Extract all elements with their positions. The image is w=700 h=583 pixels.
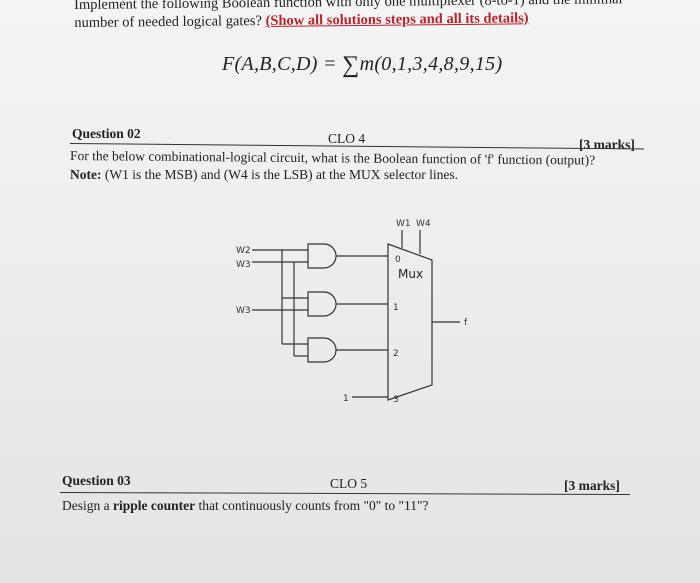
- q01-line-2-text: number of needed logical gates?: [74, 12, 266, 31]
- q02-title: Question 02: [72, 126, 141, 141]
- q03-prompt-post: that continuously counts from "0" to "11…: [195, 498, 429, 513]
- mux-circuit-diagram: W1 W4 W2 W3 W3 Mux 0 1 2 3 1 f: [236, 219, 468, 405]
- q03-prompt-pre: Design a: [62, 498, 113, 513]
- mux-label: Mux: [398, 267, 423, 281]
- formula-lhs: F(A,B,C,D) =: [222, 53, 343, 75]
- mux-input-label-3: 3: [393, 395, 399, 405]
- selector-label-w1: W1: [396, 219, 411, 229]
- q02-note-text: (W1 is the MSB) and (W4 is the LSB) at t…: [101, 167, 459, 182]
- output-label: f: [464, 318, 468, 328]
- mux-input-label-0: 0: [395, 255, 401, 265]
- q01-statement: Implement the following Boolean function…: [74, 0, 674, 32]
- mux-input-label-1: 1: [393, 303, 399, 313]
- q02-note-label: Note:: [70, 167, 102, 182]
- selector-label-w4: W4: [416, 219, 431, 229]
- mux-input-label-2: 2: [393, 349, 399, 359]
- q03-prompt-bold: ripple counter: [113, 498, 196, 513]
- gate-input-label-w2: W2: [236, 246, 251, 256]
- q02-clo: CLO 4: [328, 131, 366, 146]
- mux-block: [387, 243, 433, 401]
- sigma-symbol: ∑: [342, 52, 360, 78]
- q03-title: Question 03: [62, 473, 131, 488]
- formula-rhs: m(0,1,3,4,8,9,15): [359, 53, 503, 75]
- and-gate-1: [307, 243, 337, 269]
- gate-input-label-w3: W3: [236, 260, 251, 270]
- q03-marks: [3 marks]: [564, 478, 620, 493]
- boolean-formula: F(A,B,C,D) = ∑m(0,1,3,4,8,9,15): [222, 50, 503, 78]
- and-gate-2: [307, 291, 337, 317]
- q03-clo: CLO 5: [330, 476, 368, 491]
- gate-input-label-w3b: W3: [236, 306, 251, 316]
- and-gate-3: [307, 337, 337, 363]
- q03-prompt: Design a ripple counter that continuousl…: [62, 497, 662, 514]
- q01-emphasis: (Show all solutions steps and all its de…: [265, 10, 529, 29]
- const-input-label: 1: [343, 394, 349, 404]
- q02-note: Note: (W1 is the MSB) and (W4 is the LSB…: [70, 166, 670, 183]
- q03-divider: [59, 492, 630, 495]
